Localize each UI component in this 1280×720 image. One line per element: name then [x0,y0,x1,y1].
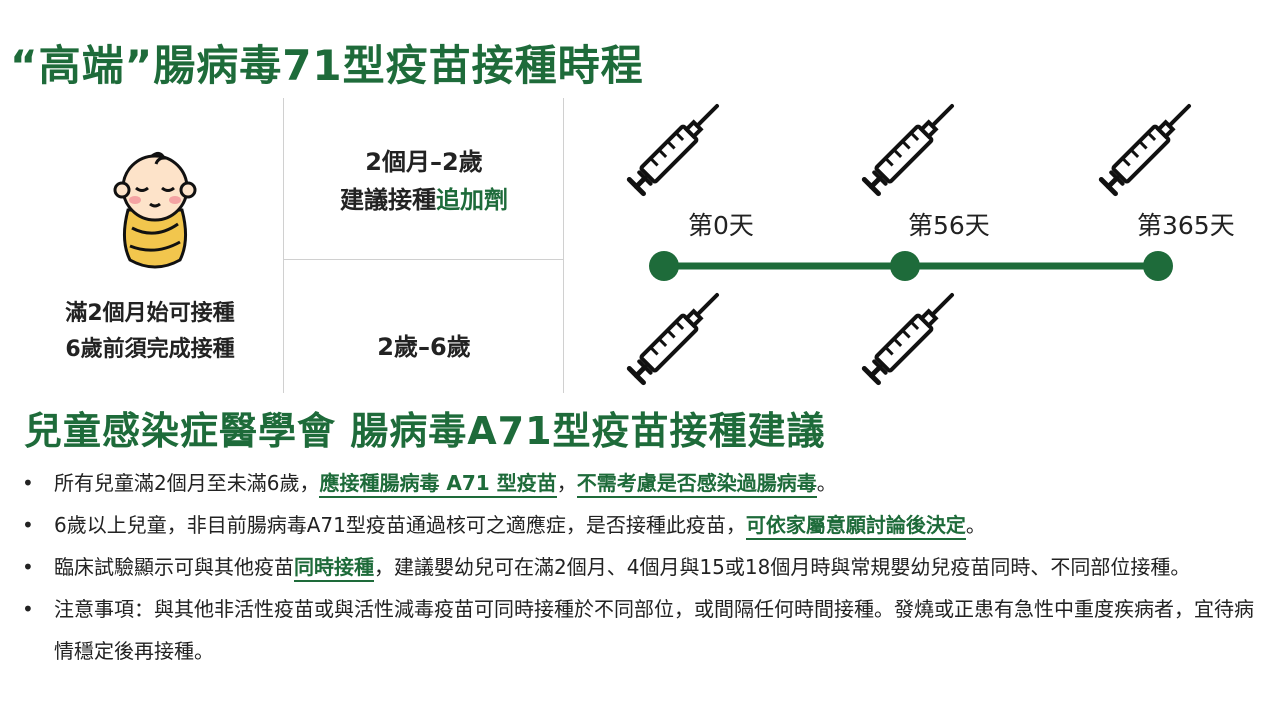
bullet-icon: • [22,597,34,621]
syringe-icon [864,288,959,383]
recommendation-item: • 6歲以上兒童，非目前腸病毒A71型疫苗通過核可之適應症，是否接種此疫苗，可依家… [20,504,1270,546]
timeline-label-day-365: 第365天 [1137,211,1235,240]
timeline-dot-day-0 [649,251,679,281]
eligibility-line-1: 滿2個月始可接種 [65,301,235,326]
age-range-2y-6y: 2歲–6歲 [377,333,471,361]
baby-icon [100,148,210,272]
bullet-text: 。 [816,471,837,495]
timeline-label-day-56: 第56天 [908,211,990,240]
syringe-icon [1101,99,1196,194]
bullet-text: 。 [965,513,986,537]
page-title: “高端”腸病毒71型疫苗接種時程 [10,41,644,90]
bullet-icon: • [22,555,34,579]
bullet-text: 所有兒童滿2個月至未滿6歲， [54,471,320,495]
left-eligibility-text: 滿2個月始可接種 6歲前須完成接種 [40,296,260,368]
schedule-cell-2m-2y: 2個月–2歲 建議接種追加劑 [284,143,564,219]
bullet-icon: • [22,513,34,537]
bullet-text: 注意事項：與其他非活性疫苗或與活性減毒疫苗可同時接種於不同部位，或間隔任何時間接… [54,597,1254,663]
divider-vertical-1 [283,98,284,393]
timeline [649,251,1173,281]
recommendation-item: • 注意事項：與其他非活性疫苗或與活性減毒疫苗可同時接種於不同部位，或間隔任何時間… [20,588,1270,672]
bullet-icon: • [22,471,34,495]
recommendation-list: • 所有兒童滿2個月至未滿6歲，應接種腸病毒 A71 型疫苗，不需考慮是否感染過腸… [20,462,1270,672]
booster-recommendation: 建議接種追加劑 [284,181,564,219]
syringe-icon [629,288,724,383]
booster-label-accent: 追加劑 [436,186,508,214]
highlighted-text: 不需考慮是否感染過腸病毒 [576,471,817,498]
syringe-icon [864,99,959,194]
booster-label-plain: 建議接種 [340,186,436,214]
highlighted-text: 應接種腸病毒 A71 型疫苗 [319,471,557,498]
highlighted-text: 同時接種 [294,555,374,582]
bullet-text: 6歲以上兒童，非目前腸病毒A71型疫苗通過核可之適應症，是否接種此疫苗， [54,513,746,537]
divider-vertical-2 [563,98,564,393]
divider-horizontal [283,259,564,260]
syringe-group [0,0,1280,400]
eligibility-line-2: 6歲前須完成接種 [65,337,235,362]
bullet-text: ，建議嬰幼兒可在滿2個月、4個月與15或18個月時與常規嬰幼兒疫苗同時、不同部位… [374,555,1191,579]
timeline-dot-day-365 [1143,251,1173,281]
syringe-icon [629,99,724,194]
recommendation-item: • 所有兒童滿2個月至未滿6歲，應接種腸病毒 A71 型疫苗，不需考慮是否感染過腸… [20,462,1270,504]
timeline-label-day-0: 第0天 [688,211,754,240]
section-title: 兒童感染症醫學會 腸病毒A71型疫苗接種建議 [24,409,826,453]
schedule-cell-2y-6y: 2歲–6歲 [284,328,564,366]
recommendation-item: • 臨床試驗顯示可與其他疫苗同時接種，建議嬰幼兒可在滿2個月、4個月與15或18個… [20,546,1270,588]
highlighted-text: 可依家屬意願討論後決定 [745,513,966,540]
bullet-text: 臨床試驗顯示可與其他疫苗 [54,555,294,579]
age-range-2m-2y: 2個月–2歲 [365,148,483,176]
bullet-text: ， [556,471,577,495]
timeline-dot-day-56 [890,251,920,281]
